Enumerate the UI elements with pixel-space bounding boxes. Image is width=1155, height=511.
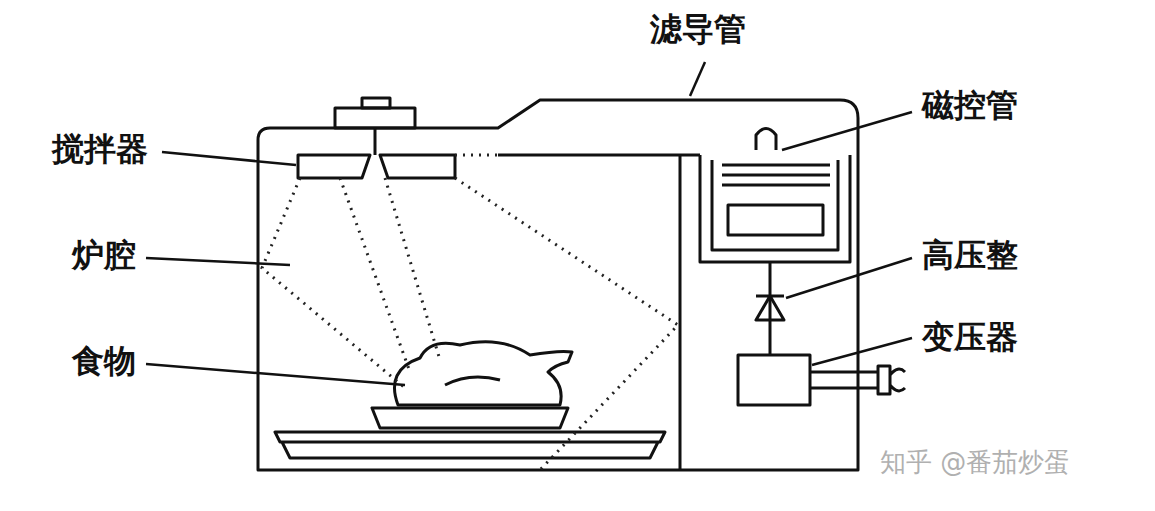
part-label: 磁控管 — [922, 88, 1018, 123]
housing — [258, 100, 858, 470]
magnetron-core — [728, 205, 823, 235]
part-label: 食物 — [72, 344, 136, 379]
part-label: 炉腔 — [72, 238, 136, 273]
plug — [878, 366, 905, 394]
stirrer-knob — [362, 98, 390, 108]
stirrer-motor — [335, 108, 415, 128]
wire — [769, 262, 772, 355]
food-shape — [394, 342, 572, 405]
waveguide-wall — [498, 154, 700, 157]
turntable — [275, 432, 665, 458]
cavity-wall — [679, 155, 682, 470]
stirrer-blade — [380, 155, 455, 178]
magnetron-fins — [722, 165, 830, 185]
magnetron-antenna — [756, 129, 776, 151]
watermark: 知乎 @番茄炒蛋 — [880, 448, 1070, 477]
magnetron-inner — [712, 160, 838, 250]
stirrer-shaft — [374, 128, 377, 155]
food-detail — [445, 377, 500, 385]
part-label: 高压整 — [922, 238, 1018, 273]
leader-lines — [146, 62, 912, 385]
part-label: 滤导管 — [650, 12, 746, 47]
wave-paths — [262, 155, 678, 470]
magnetron-box — [700, 155, 850, 262]
part-label: 变压器 — [922, 320, 1018, 355]
transformer-box — [738, 355, 810, 405]
stirrer-blade — [298, 155, 370, 178]
plate — [372, 408, 568, 428]
part-label: 搅拌器 — [52, 132, 148, 167]
diode-symbol — [756, 296, 784, 320]
power-cord — [810, 372, 878, 388]
